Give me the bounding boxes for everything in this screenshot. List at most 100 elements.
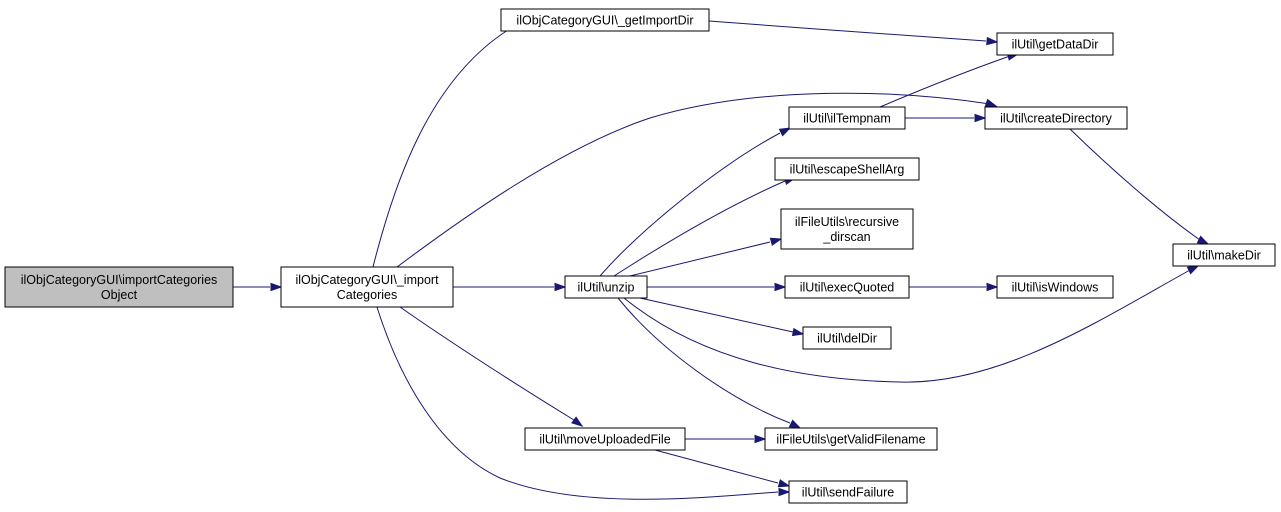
edge-line (639, 297, 794, 333)
edge-line (599, 132, 781, 277)
node-il-tempnam[interactable]: ilUtil\ilTempnam (788, 106, 906, 130)
arrow-head-icon (769, 237, 783, 246)
arrow-head-icon (986, 282, 999, 292)
arrow-head-icon (788, 419, 802, 429)
edge-create-directory-to-make-dir (1069, 128, 1210, 245)
arrow-head-icon (986, 36, 999, 46)
edge-root-to-import-categories (233, 282, 283, 292)
arrow-head-icon (270, 282, 283, 292)
node-label: ilUtil\delDir (817, 332, 877, 346)
node-recursive-dirscan[interactable]: ilFileUtils\recursive_dirscan (780, 208, 914, 250)
edge-line (613, 180, 786, 277)
node-label: ilUtil\moveUploadedFile (539, 433, 670, 447)
nodes: ilObjCategoryGUI\importCategoriesObjecti… (4, 8, 1276, 504)
node-exec-quoted[interactable]: ilUtil\execQuoted (784, 275, 910, 299)
arrow-head-icon (777, 479, 791, 488)
edge-line (623, 269, 1191, 383)
node-create-directory[interactable]: ilUtil\createDirectory (984, 106, 1128, 130)
edge-import-categories-to-get-import-dir (372, 21, 522, 268)
edge-move-uploaded-file-to-send-failure (654, 449, 791, 488)
edge-unzip-to-escape-shell-arg (613, 176, 797, 277)
node-box (784, 275, 910, 299)
node-label: ilUtil\ilTempnam (803, 112, 891, 126)
node-escape-shell-arg[interactable]: ilUtil\escapeShellArg (774, 157, 920, 181)
node-move-uploaded-file[interactable]: ilUtil\moveUploadedFile (524, 427, 686, 451)
arrow-head-icon (754, 434, 767, 444)
node-box (788, 480, 908, 504)
edge-import-categories-to-move-uploaded-file (399, 306, 584, 427)
node-label: ilUtil\createDirectory (1000, 112, 1113, 126)
edge-get-import-dir-to-get-data-dir (708, 20, 999, 46)
node-box (500, 8, 710, 32)
edge-unzip-to-get-valid-filename (617, 297, 802, 429)
node-label: Object (101, 288, 138, 302)
edge-line (372, 29, 509, 268)
edge-line (1069, 128, 1201, 241)
edge-line (376, 306, 779, 500)
edge-unzip-to-make-dir (623, 265, 1200, 383)
node-del-dir[interactable]: ilUtil\delDir (802, 326, 892, 350)
node-get-data-dir[interactable]: ilUtil\getDataDir (996, 32, 1114, 56)
node-label: ilObjCategoryGUI\_import (295, 273, 439, 287)
edges (233, 20, 1210, 500)
node-box (802, 326, 892, 350)
node-box (280, 266, 454, 308)
arrow-head-icon (974, 113, 987, 123)
node-label: ilObjCategoryGUI\_getImportDir (516, 14, 693, 28)
arrow-head-icon (774, 282, 787, 292)
edge-unzip-to-exec-quoted (647, 282, 787, 292)
node-label: ilFileUtils\getValidFilename (776, 433, 925, 447)
edge-unzip-to-recursive-dirscan (629, 237, 783, 277)
arrow-head-icon (778, 487, 791, 497)
arrow-head-icon (571, 416, 584, 427)
node-label: ilUtil\makeDir (1187, 249, 1261, 263)
edge-line (654, 449, 779, 484)
edge-line (399, 306, 575, 421)
node-box (1172, 243, 1276, 267)
node-label: ilUtil\getDataDir (1012, 38, 1099, 52)
arrow-head-icon (778, 127, 792, 137)
edge-import-categories-to-unzip (453, 282, 567, 292)
arrow-head-icon (1196, 235, 1210, 245)
node-unzip[interactable]: ilUtil\unzip (564, 275, 648, 299)
node-box (996, 275, 1114, 299)
edge-line (629, 241, 771, 277)
edge-exec-quoted-to-is-windows (909, 282, 999, 292)
node-make-dir[interactable]: ilUtil\makeDir (1172, 243, 1276, 267)
node-send-failure[interactable]: ilUtil\sendFailure (788, 480, 908, 504)
node-box (996, 32, 1114, 56)
arrow-head-icon (1186, 265, 1200, 275)
node-label: ilFileUtils\recursive (795, 215, 899, 229)
node-is-windows[interactable]: ilUtil\isWindows (996, 275, 1114, 299)
edge-line (879, 55, 1011, 108)
arrow-head-icon (984, 98, 998, 107)
node-box (984, 106, 1128, 130)
edge-line (708, 20, 987, 42)
node-box (524, 427, 686, 451)
node-get-valid-filename[interactable]: ilFileUtils\getValidFilename (764, 427, 938, 451)
edge-import-categories-to-send-failure (376, 306, 791, 500)
node-label: ilUtil\isWindows (1012, 281, 1099, 295)
node-box (774, 157, 920, 181)
edge-move-uploaded-file-to-get-valid-filename (685, 434, 767, 444)
node-label: _dirscan (822, 230, 870, 244)
node-label: ilUtil\sendFailure (802, 486, 894, 500)
node-get-import-dir[interactable]: ilObjCategoryGUI\_getImportDir (500, 8, 710, 32)
node-label: ilUtil\execQuoted (800, 281, 895, 295)
edge-unzip-to-del-dir (639, 297, 805, 337)
node-label: ilUtil\escapeShellArg (790, 163, 905, 177)
node-box (788, 106, 906, 130)
edge-unzip-to-il-tempnam (599, 127, 792, 277)
node-box (764, 427, 938, 451)
node-box (780, 208, 914, 250)
edge-line (396, 92, 991, 268)
node-import-categories[interactable]: ilObjCategoryGUI\_importCategories (280, 266, 454, 308)
node-label: Categories (337, 288, 397, 302)
arrow-head-icon (791, 327, 805, 337)
node-box (564, 275, 648, 299)
arrow-head-icon (554, 282, 567, 292)
node-label: ilUtil\unzip (578, 281, 635, 295)
node-box (4, 266, 234, 308)
node-label: ilObjCategoryGUI\importCategories (21, 273, 218, 287)
